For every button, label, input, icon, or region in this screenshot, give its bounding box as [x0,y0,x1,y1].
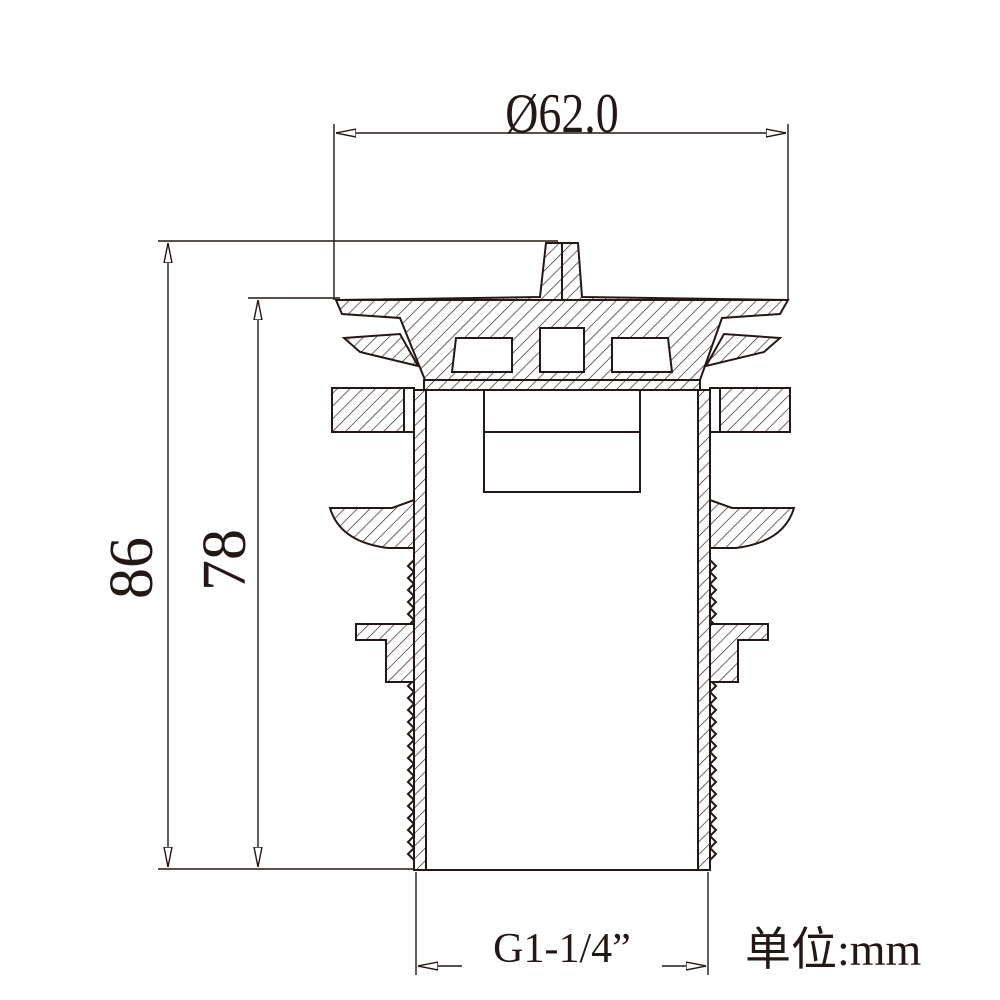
unit-label: 单位:mm [745,924,922,975]
tube-wall-right [697,389,711,871]
lock-nut-right [709,623,769,683]
cap-seal [341,332,783,368]
diameter-label: Ø62.0 [505,83,618,145]
cap-seal-left [341,332,420,368]
rubber-gasket-left [328,498,415,549]
cap-base-band [423,379,701,391]
body-tube [413,389,711,871]
thread-teeth-left [406,559,416,861]
cap-seal-right [704,332,783,368]
cap [334,242,790,381]
flange-washer-right-gap [709,387,721,433]
diameter-dimension: Ø62.0 [333,83,789,300]
thread-label: G1-1/4” [493,926,631,972]
lock-nut-left [355,623,415,683]
thread-teeth-right [708,559,718,861]
rubber-gasket [328,498,796,549]
thread-dimension: G1-1/4” [415,872,709,975]
cap-cavity-right [611,337,674,373]
flange-washer-left-gap [403,387,415,433]
cap-cavity-left [450,337,513,373]
lock-nut [355,623,769,683]
rubber-gasket-right [709,498,796,549]
plunger-body [483,389,641,493]
body-height-dimension: 78 [191,297,340,867]
flange-washer-right [717,387,791,433]
flange-washer-left [331,387,405,433]
flange-washer [331,387,791,433]
body-height-label: 78 [191,529,259,591]
cap-cavity-center [539,327,585,373]
thread-teeth [406,559,718,861]
cap-section [334,242,790,381]
total-height-label: 86 [98,537,166,599]
total-height-dimension: 86 [98,240,558,870]
tube-wall-left [413,389,427,871]
